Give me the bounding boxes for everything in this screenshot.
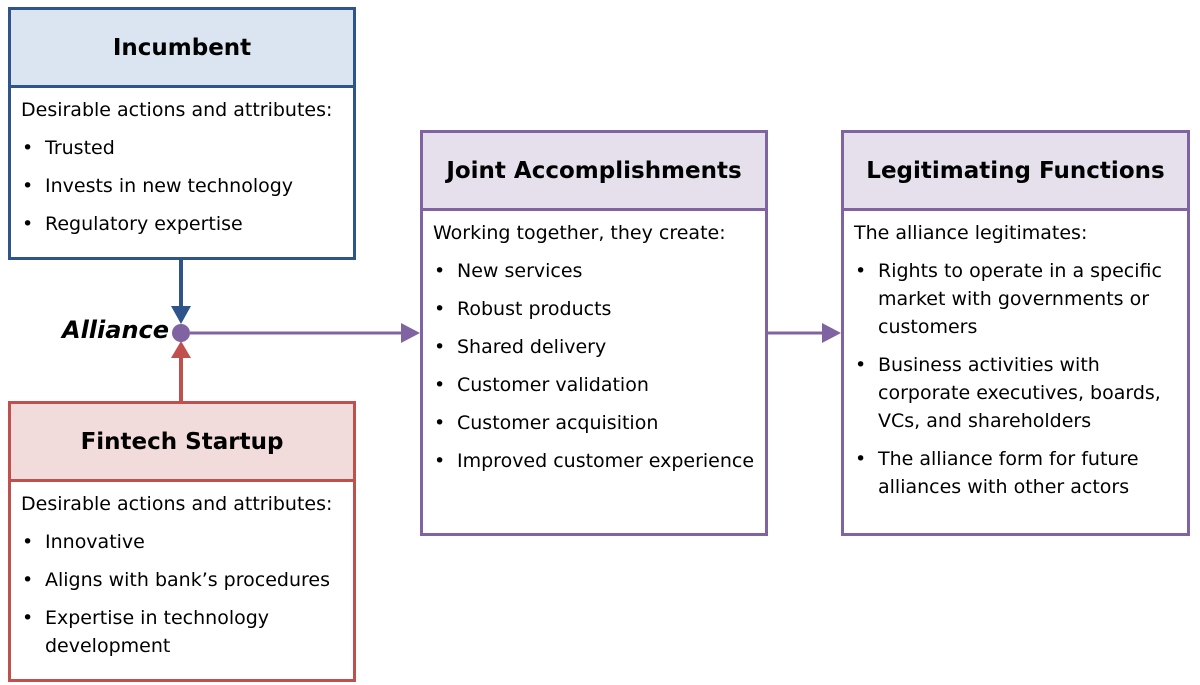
alliance-label: Alliance — [62, 316, 170, 344]
list-item: Robust products — [433, 295, 755, 323]
list-item: Expertise in technology development — [21, 604, 343, 660]
list-item: Customer validation — [433, 371, 755, 399]
legitimating-intro: The alliance legitimates: — [854, 222, 1088, 244]
incumbent-box: Incumbent Desirable actions and attribut… — [8, 7, 356, 260]
fintech-list: Innovative Aligns with bank’s procedures… — [21, 528, 343, 660]
joint-body: Working together, they create: New servi… — [423, 211, 765, 475]
list-item: The alliance form for future alliances w… — [854, 445, 1177, 501]
fintech-body: Desirable actions and attributes: Innova… — [11, 482, 353, 660]
list-item: Shared delivery — [433, 333, 755, 361]
incumbent-title: Incumbent — [11, 10, 353, 88]
joint-title: Joint Accomplishments — [423, 133, 765, 211]
fintech-intro: Desirable actions and attributes: — [21, 493, 333, 515]
legitimating-functions-box: Legitimating Functions The alliance legi… — [841, 130, 1190, 536]
incumbent-body: Desirable actions and attributes: Truste… — [11, 88, 353, 238]
legitimating-arrowhead — [822, 323, 841, 343]
joint-arrowhead — [401, 323, 420, 343]
incumbent-intro: Desirable actions and attributes: — [21, 99, 333, 121]
legitimating-list: Rights to operate in a specific market w… — [854, 257, 1177, 501]
list-item: Innovative — [21, 528, 343, 556]
incumbent-list: Trusted Invests in new technology Regula… — [21, 134, 343, 238]
alliance-node — [172, 324, 190, 342]
list-item: Invests in new technology — [21, 172, 343, 200]
list-item: Business activities with corporate execu… — [854, 351, 1177, 435]
joint-intro: Working together, they create: — [433, 222, 726, 244]
joint-accomplishments-box: Joint Accomplishments Working together, … — [420, 130, 768, 536]
fintech-arrowhead — [171, 341, 191, 358]
incumbent-arrowhead — [171, 306, 191, 324]
legitimating-title: Legitimating Functions — [844, 133, 1187, 211]
legitimating-body: The alliance legitimates: Rights to oper… — [844, 211, 1187, 501]
list-item: Regulatory expertise — [21, 210, 343, 238]
fintech-title: Fintech Startup — [11, 404, 353, 482]
list-item: Trusted — [21, 134, 343, 162]
list-item: Rights to operate in a specific market w… — [854, 257, 1177, 341]
joint-list: New services Robust products Shared deli… — [433, 257, 755, 475]
fintech-box: Fintech Startup Desirable actions and at… — [8, 401, 356, 682]
list-item: Customer acquisition — [433, 409, 755, 437]
list-item: Aligns with bank’s procedures — [21, 566, 343, 594]
list-item: New services — [433, 257, 755, 285]
list-item: Improved customer experience — [433, 447, 755, 475]
